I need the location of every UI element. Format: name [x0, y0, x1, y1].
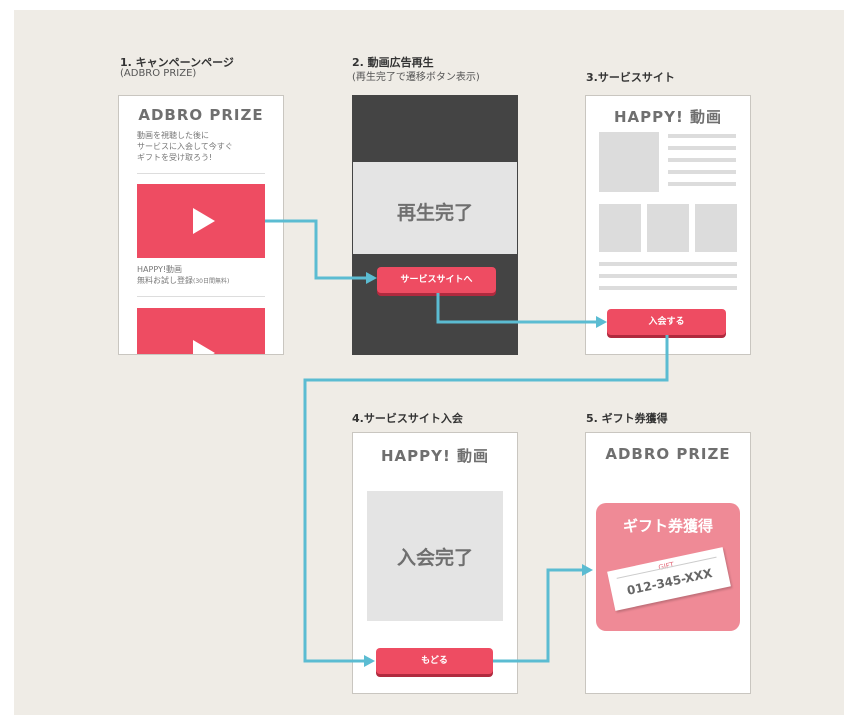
step1-subtitle: (ADBRO PRIZE): [120, 68, 197, 79]
step1-item-note: (30日間無料): [193, 278, 230, 285]
arrowhead: [366, 272, 377, 284]
step1-item-subtitle: 無料お試し登録: [137, 276, 193, 285]
gift-title: ギフト券獲得: [622, 517, 713, 535]
arrowhead: [596, 316, 607, 328]
step1-description: 動画を視聴した後に サービスに入会して今すぐ ギフトを受け取ろう!: [137, 130, 233, 163]
text-line: [668, 134, 736, 138]
step1-desc-line1: 動画を視聴した後に: [137, 131, 209, 140]
arrow-step3-to-step4: [303, 335, 669, 663]
divider: [137, 173, 265, 174]
image-placeholder: [647, 204, 689, 252]
step2-title: 2. 動画広告再生: [352, 56, 434, 69]
step1-title: 1. キャンペーンページ: [120, 56, 234, 69]
step5-brand: ADBRO PRIZE: [605, 445, 731, 463]
arrow-step4-to-step5: [493, 568, 583, 663]
image-placeholder: [599, 132, 659, 192]
text-line: [599, 286, 737, 290]
step2-subtitle: (再生完了で遷移ボタン表示): [352, 72, 480, 83]
video-thumbnail-2[interactable]: [137, 308, 265, 354]
step1-item-title: HAPPY!動画: [137, 265, 183, 274]
image-placeholder: [695, 204, 737, 252]
text-line: [668, 158, 736, 162]
gift-card-panel: ギフト券獲得 GIFT 012-345-XXX: [596, 503, 740, 631]
step1-desc-line3: ギフトを受け取ろう!: [137, 153, 213, 162]
step5-title: 5. ギフト券獲得: [586, 412, 668, 425]
video-player: 再生完了: [353, 162, 517, 254]
step5-gift-screen: ADBRO PRIZE ギフト券獲得 GIFT 012-345-XXX: [585, 432, 751, 694]
image-placeholder: [599, 204, 641, 252]
play-icon: [193, 208, 215, 234]
divider: [137, 296, 265, 297]
join-button[interactable]: 入会する: [607, 309, 726, 335]
back-button[interactable]: もどる: [376, 648, 493, 674]
text-line: [668, 182, 736, 186]
go-to-service-button[interactable]: サービスサイトへ: [377, 267, 496, 293]
arrowhead: [582, 564, 593, 576]
step1-item-text: HAPPY!動画 無料お試し登録(30日間無料): [137, 264, 229, 287]
step1-brand: ADBRO PRIZE: [138, 106, 264, 124]
text-line: [599, 262, 737, 266]
step4-title: 4.サービスサイト入会: [352, 412, 463, 425]
step3-title: 3.サービスサイト: [586, 71, 675, 84]
text-line: [599, 274, 737, 278]
arrow-step2-to-step3: [436, 293, 598, 324]
text-line: [668, 170, 736, 174]
step4-brand: HAPPY! 動画: [380, 447, 490, 465]
playback-complete-text: 再生完了: [396, 202, 473, 224]
arrow-step1-to-step2: [265, 219, 368, 280]
video-thumbnail[interactable]: [137, 184, 265, 258]
step1-campaign-screen: ADBRO PRIZE 動画を視聴した後に サービスに入会して今すぐ ギフトを受…: [118, 95, 284, 355]
text-line: [668, 146, 736, 150]
step1-desc-line2: サービスに入会して今すぐ: [137, 142, 233, 151]
step2-video-screen: 再生完了: [352, 95, 518, 355]
join-complete-panel: 入会完了: [367, 491, 503, 621]
arrowhead: [364, 655, 375, 667]
step3-brand: HAPPY! 動画: [613, 108, 723, 126]
play-icon: [193, 340, 215, 354]
join-complete-text: 入会完了: [396, 547, 473, 569]
